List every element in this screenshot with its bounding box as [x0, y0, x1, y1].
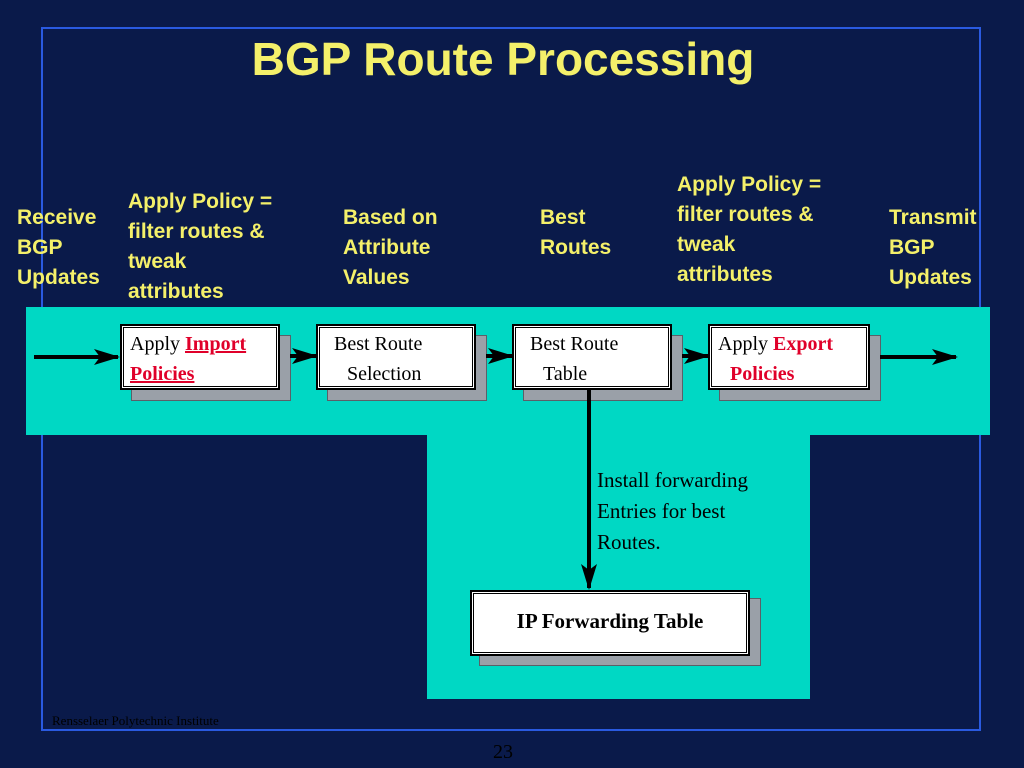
caption-transmit: Transmit BGP Updates: [889, 206, 977, 289]
caption-based-on: Based on Attribute Values: [343, 206, 438, 289]
slide-title: BGP Route Processing: [251, 33, 755, 85]
policies-highlight: Policies: [130, 363, 195, 385]
footer-institution: Rensselaer Polytechnic Institute: [52, 713, 219, 728]
install-note: Install forwarding Entries for best Rout…: [597, 468, 749, 554]
best-route-selection-box: Best Route Selection: [316, 324, 476, 390]
export-policies-highlight: Policies: [730, 363, 795, 385]
caption-apply-import: Apply Policy = filter routes & tweak att…: [128, 190, 273, 303]
caption-receive: Receive BGP Updates: [17, 206, 100, 289]
best-route-table-box: Best Route Table: [512, 324, 672, 390]
export-highlight: Export: [773, 333, 833, 355]
import-highlight: Import: [185, 333, 247, 355]
export-policies-box: Apply Export Policies: [708, 324, 870, 390]
page-number: 23: [493, 741, 513, 763]
ip-forwarding-table-box: IP Forwarding Table: [470, 590, 750, 656]
caption-best-routes: Best Routes: [540, 206, 612, 259]
import-policies-box: Apply Import Policies: [120, 324, 280, 390]
caption-apply-export: Apply Policy = filter routes & tweak att…: [677, 173, 822, 286]
